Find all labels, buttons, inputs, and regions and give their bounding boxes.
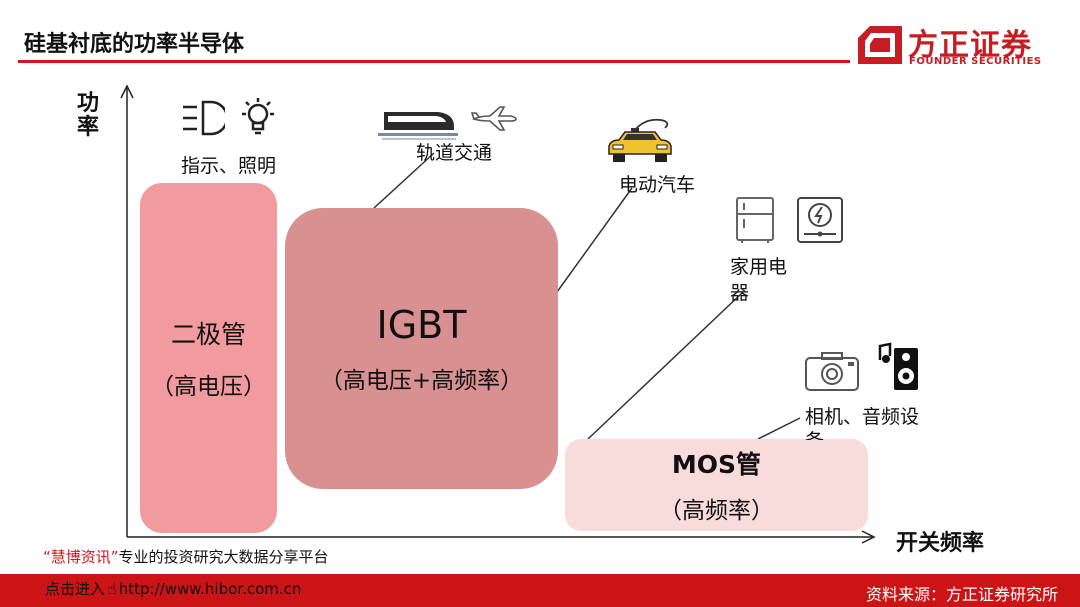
headlight-icon [183, 100, 225, 136]
light-bulb-icon [242, 98, 274, 135]
speaker-music-icon [878, 342, 918, 390]
watermark-text: “慧博资讯”专业的投资研究大数据分享平台 [43, 546, 329, 567]
igbt-name: IGBT [376, 302, 467, 347]
logo-text-en: FOUNDER SECURITIES [909, 56, 1042, 67]
airplane-icon [470, 106, 517, 131]
hand-pointer-icon: ☝ [107, 579, 117, 598]
diode-region: 二极管 （高电压） [140, 183, 277, 533]
watermark-url-link[interactable]: http://www.hibor.com.cn [118, 580, 302, 598]
mos-feature: （高频率） [659, 498, 774, 524]
diode-name: 二极管 [170, 320, 246, 349]
camera-icon [805, 352, 859, 391]
label-camera-line2: 备 [805, 426, 824, 440]
diode-feature: （高电压） [151, 374, 266, 400]
x-axis-label: 开关频率 [896, 531, 985, 556]
label-lighting: 指示、照明 [181, 155, 277, 177]
mos-region: MOS管 （高频率） [565, 439, 868, 531]
connector-camera [757, 417, 801, 440]
founder-logo-icon [858, 26, 902, 64]
watermark-slogan: 专业的投资研究大数据分享平台 [118, 548, 329, 566]
watermark-link-prefix: 点击进入 [45, 580, 106, 598]
induction-cooker-icon [797, 197, 843, 243]
label-camera-line1: 相机、音频设 [805, 406, 920, 428]
label-appliance-line2: 器 [730, 282, 750, 304]
connector-ev [556, 187, 633, 293]
label-ev: 电动汽车 [619, 174, 696, 196]
igbt-region: IGBT （高电压+高频率） [285, 208, 558, 489]
watermark-brand: “慧博资讯” [43, 548, 119, 566]
title-underline [18, 60, 850, 63]
igbt-feature: （高电压+高频率） [319, 367, 524, 394]
high-speed-train-icon [378, 112, 458, 140]
watermark-link-row[interactable]: 点击进入☝http://www.hibor.com.cn [45, 578, 301, 599]
y-axis [120, 84, 134, 537]
y-axis-label: 功率 [76, 91, 99, 140]
footer-bar [0, 574, 1080, 607]
label-rail: 轨道交通 [416, 142, 493, 164]
logo-text-cn: 方正证券 [908, 28, 1032, 63]
footer-source: 资料来源：方正证券研究所 [865, 585, 1058, 604]
connector-appliance [587, 292, 743, 440]
label-appliance-line1: 家用电 [730, 256, 788, 278]
mos-name: MOS管 [671, 450, 762, 479]
connector-rail [373, 152, 435, 209]
page-title: 硅基衬底的功率半导体 [24, 32, 245, 57]
x-axis [127, 530, 876, 544]
electric-car-icon [608, 118, 672, 162]
refrigerator-icon [736, 197, 774, 243]
